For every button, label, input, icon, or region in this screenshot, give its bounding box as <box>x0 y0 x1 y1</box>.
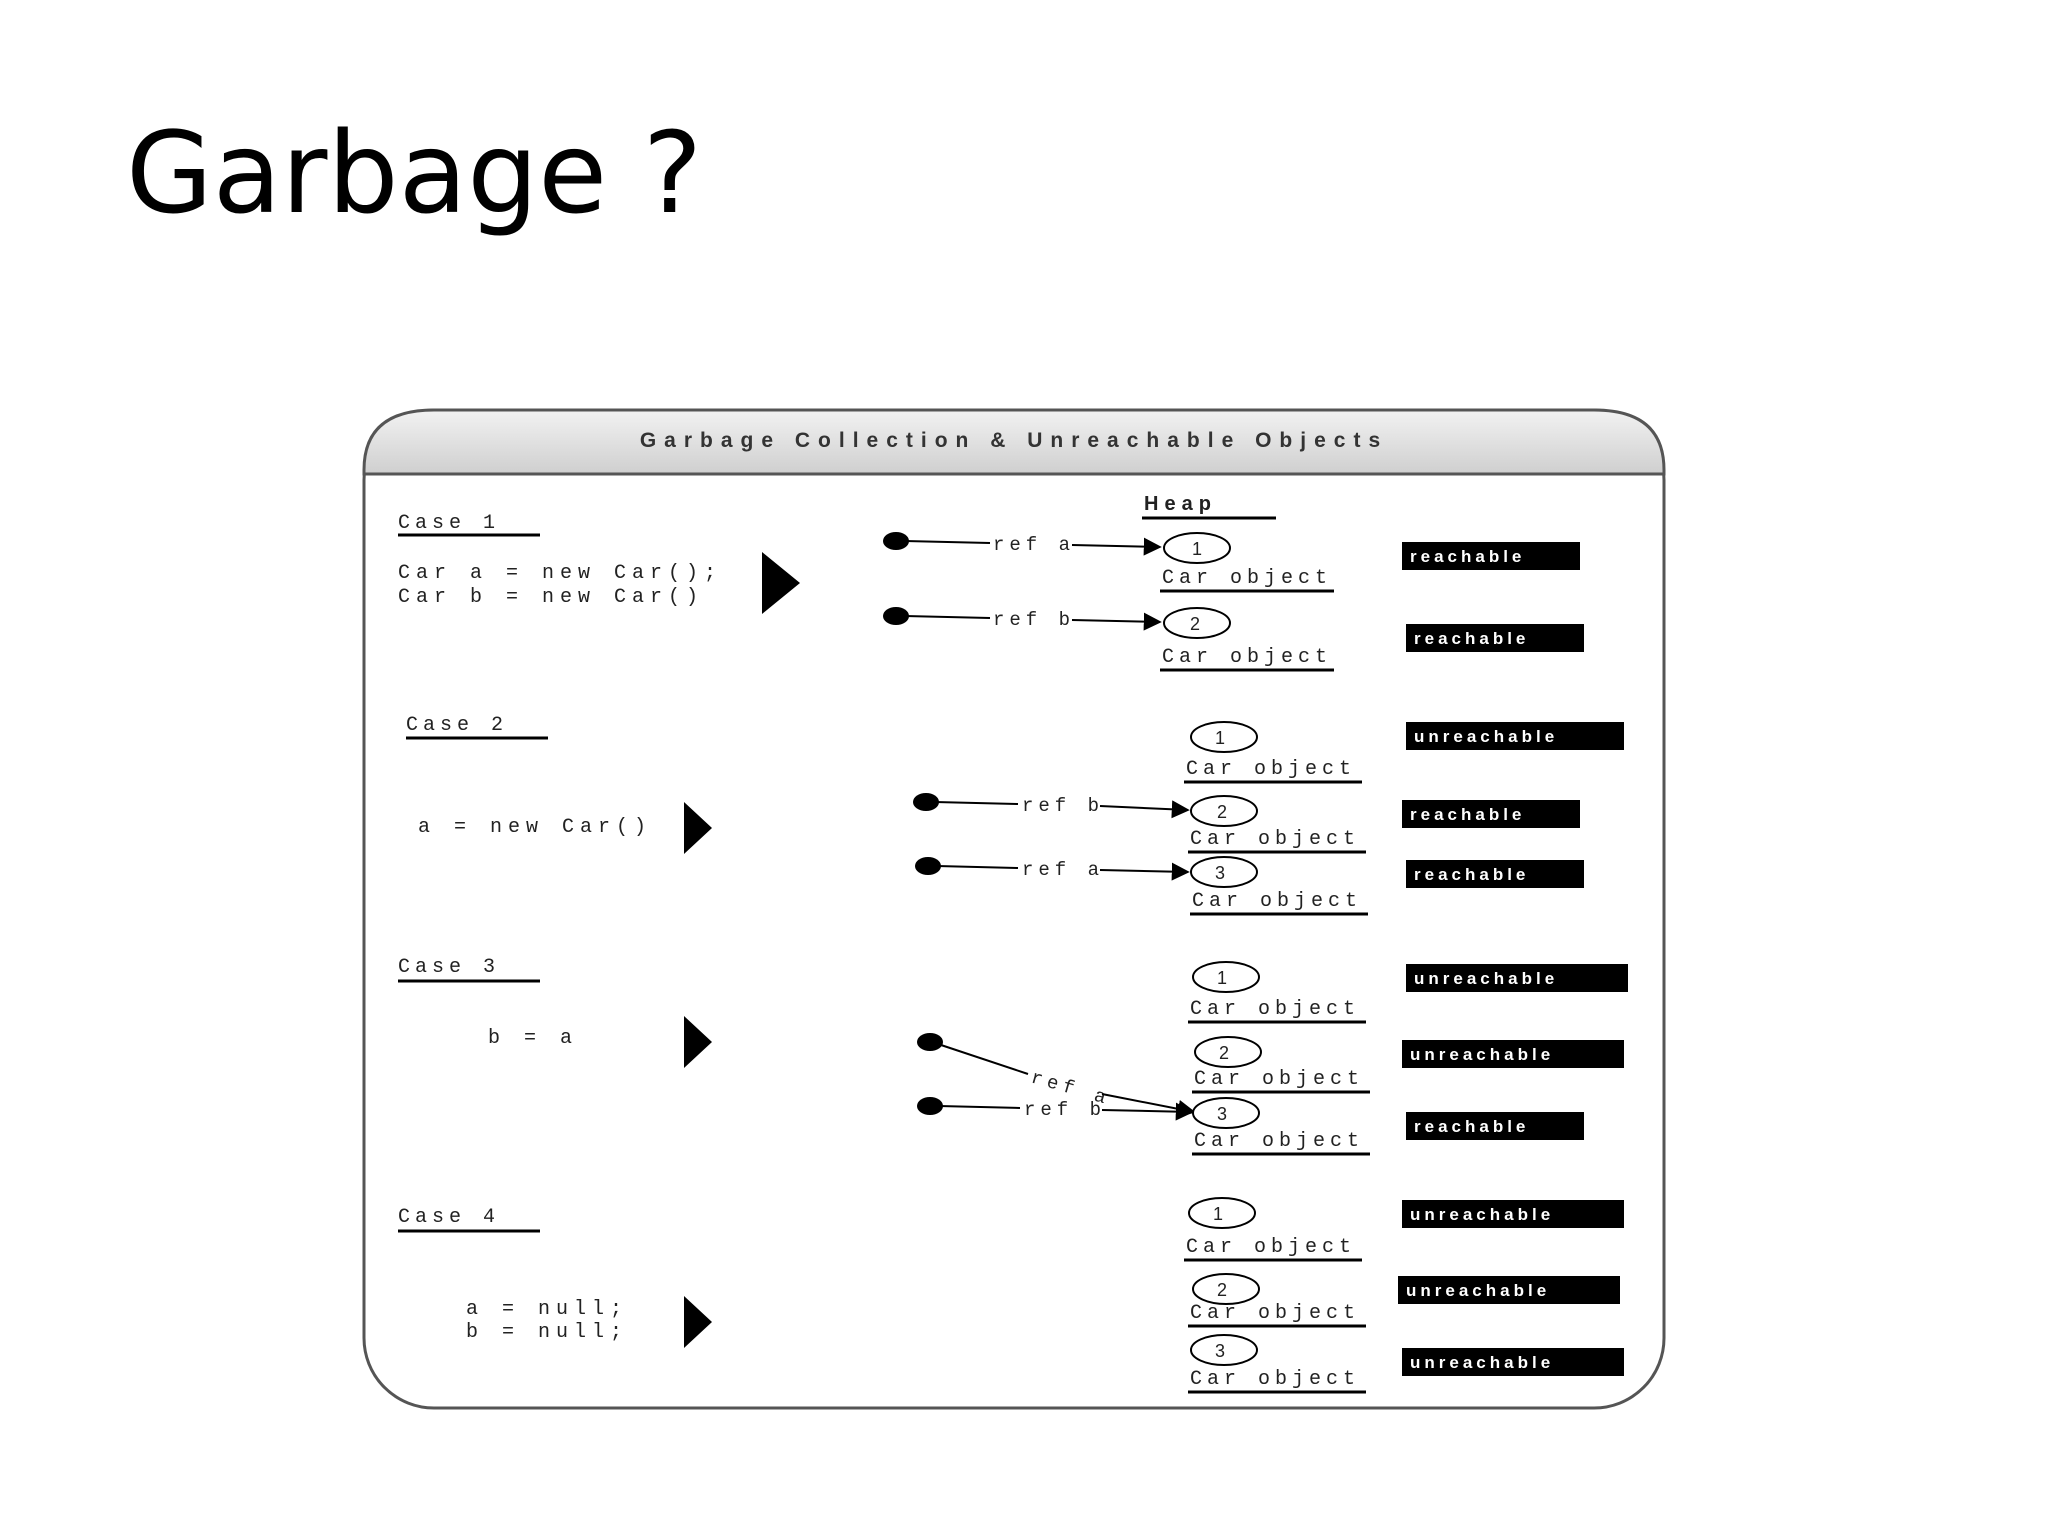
case-1-obj-2-label: Car object <box>1162 646 1332 669</box>
case-3-obj-1-badge <box>1406 964 1628 992</box>
case-4-label: Case 4 <box>398 1206 500 1229</box>
case-1-arrow <box>762 552 800 614</box>
case-3-obj-1-status: unreachable <box>1414 969 1558 988</box>
case-1-obj-1-label: Car object <box>1162 567 1332 590</box>
case-1-obj-1-oval <box>1163 532 1231 564</box>
case-3-ref-a-line-1 <box>937 1043 1029 1075</box>
heap-label: Heap <box>1144 493 1217 515</box>
case-2-ref-a-label: ref a <box>1022 859 1104 881</box>
case-4-obj-3-badge <box>1402 1348 1624 1376</box>
case-1-ref-a-line-1 <box>904 540 991 544</box>
case-3-obj-2-badge <box>1402 1040 1624 1068</box>
case-2-ref-a-dot <box>915 857 941 875</box>
case-3-label: Case 3 <box>398 956 500 979</box>
case-1-code-line-2: Car b = new Car() <box>398 586 704 609</box>
case-1-obj-2-badge <box>1406 624 1584 652</box>
case-1-obj-2-oval <box>1163 607 1231 639</box>
case-3-obj-2-number: 2 <box>1219 1043 1229 1063</box>
case-3-ref-b-dot <box>917 1097 943 1115</box>
case-3-obj-1-label: Car object <box>1190 998 1360 1021</box>
case-1-obj-1-number: 1 <box>1192 539 1202 559</box>
case-4-obj-3-oval <box>1190 1334 1258 1366</box>
case-1-obj-1-status: reachable <box>1410 547 1525 566</box>
case-3-ref-b-line-1 <box>938 1105 1021 1109</box>
case-2-code-line-1: a = new Car() <box>418 816 652 839</box>
case-1-obj-2-status: reachable <box>1414 629 1529 648</box>
diagram-header: Garbage Collection & Unreachable Objects <box>640 429 1388 452</box>
case-3-obj-3-number: 3 <box>1217 1104 1227 1124</box>
case-4-obj-1-number: 1 <box>1213 1204 1223 1224</box>
case-4-obj-2-label: Car object <box>1190 1302 1360 1325</box>
case-4-obj-1-oval <box>1188 1197 1256 1229</box>
case-2-ref-a-line-1 <box>936 865 1019 869</box>
diagram-header-bar <box>362 408 1666 476</box>
case-2-label: Case 2 <box>406 714 508 737</box>
case-3-obj-2-oval <box>1194 1036 1262 1068</box>
case-2-obj-1-badge <box>1406 722 1624 750</box>
case-3-ref-a-dot <box>917 1033 943 1051</box>
case-4-obj-1-label: Car object <box>1186 1236 1356 1259</box>
case-1-ref-a-line-2 <box>1071 537 1162 556</box>
case-4-code-line-1: a = null; <box>466 1298 628 1321</box>
case-4-obj-3-status: unreachable <box>1410 1353 1554 1372</box>
case-3-arrow <box>684 1016 712 1068</box>
case-2-obj-3-badge <box>1406 860 1584 888</box>
case-2-obj-3-oval <box>1190 856 1258 888</box>
case-1-ref-a-label: ref a <box>993 534 1075 556</box>
case-2-ref-b-dot <box>913 793 939 811</box>
case-3-obj-3-badge <box>1406 1112 1584 1140</box>
case-1-ref-a-dot <box>883 532 909 550</box>
case-2-obj-3-status: reachable <box>1414 865 1529 884</box>
case-1-ref-b-label: ref b <box>993 609 1075 631</box>
case-2-ref-b-line-2 <box>1099 800 1190 819</box>
case-2-arrow <box>684 802 712 854</box>
case-4-obj-2-oval <box>1192 1273 1260 1305</box>
case-2-obj-1-oval <box>1190 721 1258 753</box>
case-2-obj-2-oval <box>1190 795 1258 827</box>
case-3-obj-2-label: Car object <box>1194 1068 1364 1091</box>
case-4-obj-2-badge <box>1398 1276 1620 1304</box>
case-2-obj-3-label: Car object <box>1192 890 1362 913</box>
case-3-obj-1-number: 1 <box>1217 968 1227 988</box>
case-1-obj-2-number: 2 <box>1190 614 1200 634</box>
case-3-obj-3-oval <box>1192 1097 1260 1129</box>
case-2-obj-1-label: Car object <box>1186 758 1356 781</box>
case-2-obj-2-number: 2 <box>1217 802 1227 822</box>
case-2-ref-a-line-2 <box>1099 862 1190 881</box>
case-2-obj-1-number: 1 <box>1215 728 1225 748</box>
case-3-ref-b-label: ref b <box>1024 1099 1106 1121</box>
case-1-label: Case 1 <box>398 512 500 535</box>
case-4-obj-1-status: unreachable <box>1410 1205 1554 1224</box>
case-4-code-line-2: b = null; <box>466 1321 628 1344</box>
case-3-obj-3-label: Car object <box>1194 1130 1364 1153</box>
case-4-obj-3-number: 3 <box>1215 1341 1225 1361</box>
case-2-ref-b-label: ref b <box>1022 795 1104 817</box>
case-4-obj-2-number: 2 <box>1217 1280 1227 1300</box>
case-4-obj-1-badge <box>1402 1200 1624 1228</box>
case-3-ref-b-line-2 <box>1101 1102 1194 1121</box>
case-1-ref-b-line-2 <box>1071 612 1162 631</box>
case-4-obj-2-status: unreachable <box>1406 1281 1550 1300</box>
case-3-obj-2-status: unreachable <box>1410 1045 1554 1064</box>
case-4-arrow <box>684 1296 712 1348</box>
case-1-obj-1-badge <box>1402 542 1580 570</box>
slide-title: Garbage ? <box>126 109 703 239</box>
case-1-ref-b-dot <box>883 607 909 625</box>
case-3-code-line-1: b = a <box>488 1027 578 1050</box>
case-3-obj-3-status: reachable <box>1414 1117 1529 1136</box>
case-1-ref-b-line-1 <box>904 615 991 619</box>
case-2-obj-1-status: unreachable <box>1414 727 1558 746</box>
case-2-obj-2-badge <box>1402 800 1580 828</box>
case-1-code-line-1: Car a = new Car(); <box>398 562 722 585</box>
case-2-obj-2-status: reachable <box>1410 805 1525 824</box>
case-3-obj-1-oval <box>1192 961 1260 993</box>
case-4-obj-3-label: Car object <box>1190 1368 1360 1391</box>
case-2-obj-2-label: Car object <box>1190 828 1360 851</box>
case-2-ref-b-line-1 <box>934 801 1019 805</box>
case-2-obj-3-number: 3 <box>1215 863 1225 883</box>
